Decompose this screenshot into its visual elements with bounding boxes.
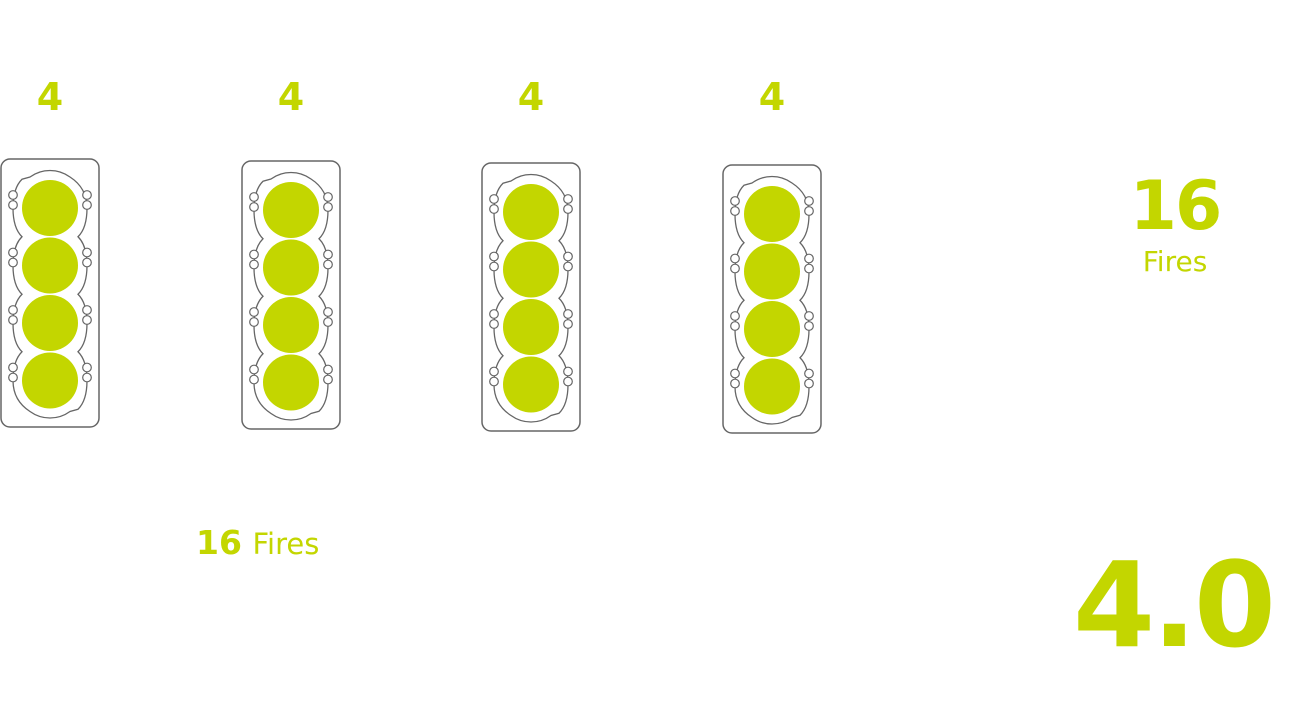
bolt-hole xyxy=(323,202,333,212)
cylinder-bore xyxy=(503,184,559,240)
bolt-hole xyxy=(563,319,573,329)
bolt-hole xyxy=(82,247,92,258)
bolt-hole xyxy=(489,366,499,377)
bolt-hole xyxy=(730,321,740,331)
bolt-hole xyxy=(804,311,814,321)
cylinder-bore xyxy=(503,241,559,298)
cylinder-bore xyxy=(744,301,800,357)
bolt-hole xyxy=(489,376,499,387)
bolt-hole xyxy=(82,190,92,200)
bolt-hole xyxy=(323,374,333,385)
bolt-hole xyxy=(8,305,18,315)
cylinder-bore xyxy=(22,352,78,409)
cylinder-bore xyxy=(263,182,319,238)
bank-3-count: 4 xyxy=(517,75,545,119)
bolt-hole xyxy=(730,196,740,206)
displacement-value: 4.0 xyxy=(1072,536,1276,674)
bolt-hole xyxy=(323,317,333,327)
bolt-hole xyxy=(563,309,573,319)
bolt-hole xyxy=(8,372,18,383)
bank-4-count: 4 xyxy=(758,75,786,119)
bank-1-count: 4 xyxy=(36,75,64,119)
cylinder-head-2-icon xyxy=(241,160,341,430)
bolt-hole xyxy=(489,261,499,272)
cylinder-bore xyxy=(263,297,319,353)
bolt-hole xyxy=(249,307,259,317)
bolt-hole xyxy=(563,261,573,272)
bolt-hole xyxy=(323,192,333,202)
bolt-hole xyxy=(730,253,740,264)
bolt-hole xyxy=(730,368,740,379)
bolt-hole xyxy=(489,309,499,319)
bolt-hole xyxy=(82,315,92,325)
cylinder-head-3-icon xyxy=(481,162,581,432)
cylinder-bore xyxy=(744,358,800,415)
bolt-hole xyxy=(730,378,740,389)
inline-fires-summary: 16 Fires xyxy=(196,521,319,566)
cylinder-bore xyxy=(22,180,78,236)
bolt-hole xyxy=(730,311,740,321)
cylinder-head-svg xyxy=(241,160,341,430)
cylinder-head-svg xyxy=(0,158,100,428)
cylinder-head-svg xyxy=(722,164,822,434)
bolt-hole xyxy=(249,364,259,375)
bolt-hole xyxy=(323,307,333,317)
bolt-hole xyxy=(82,305,92,315)
bolt-hole xyxy=(489,319,499,329)
bolt-hole xyxy=(563,194,573,204)
bolt-hole xyxy=(249,249,259,260)
bolt-hole xyxy=(563,204,573,214)
inline-fires-number: 16 xyxy=(196,523,242,562)
bolt-hole xyxy=(804,206,814,216)
bolt-hole xyxy=(8,190,18,200)
bolt-hole xyxy=(323,249,333,260)
bank-2-count: 4 xyxy=(277,75,305,119)
bolt-hole xyxy=(249,259,259,270)
bolt-hole xyxy=(82,200,92,210)
cylinder-bore xyxy=(503,299,559,355)
bolt-hole xyxy=(730,263,740,274)
bolt-hole xyxy=(804,321,814,331)
bolt-hole xyxy=(563,251,573,262)
cylinder-head-svg xyxy=(481,162,581,432)
bolt-hole xyxy=(8,200,18,210)
bolt-hole xyxy=(804,378,814,389)
bolt-hole xyxy=(82,362,92,373)
cylinder-bore xyxy=(744,186,800,242)
bolt-hole xyxy=(563,366,573,377)
bolt-hole xyxy=(563,376,573,387)
bolt-hole xyxy=(8,247,18,258)
cylinder-bore xyxy=(22,237,78,294)
bolt-hole xyxy=(82,257,92,268)
bolt-hole xyxy=(804,196,814,206)
bolt-hole xyxy=(804,253,814,264)
total-fires-label: Fires xyxy=(1142,245,1208,278)
bolt-hole xyxy=(489,204,499,214)
cylinder-head-1-icon xyxy=(0,158,100,428)
bolt-hole xyxy=(249,317,259,327)
bolt-hole xyxy=(804,263,814,274)
cylinder-bore xyxy=(503,356,559,413)
bolt-hole xyxy=(323,364,333,375)
bolt-hole xyxy=(489,251,499,262)
cylinder-bore xyxy=(263,239,319,296)
bolt-hole xyxy=(8,362,18,373)
bolt-hole xyxy=(804,368,814,379)
cylinder-bore xyxy=(744,243,800,300)
cylinder-bore xyxy=(263,354,319,411)
bolt-hole xyxy=(249,192,259,202)
bolt-hole xyxy=(82,372,92,383)
total-fires-summary: 16 Fires xyxy=(1100,168,1250,278)
bolt-hole xyxy=(730,206,740,216)
inline-fires-label: Fires xyxy=(252,527,320,561)
bolt-hole xyxy=(249,374,259,385)
bolt-hole xyxy=(323,259,333,270)
bolt-hole xyxy=(8,315,18,325)
bolt-hole xyxy=(249,202,259,212)
total-fires-number: 16 xyxy=(1129,167,1223,246)
cylinder-bore xyxy=(22,295,78,351)
cylinder-head-4-icon xyxy=(722,164,822,434)
bolt-hole xyxy=(8,257,18,268)
bolt-hole xyxy=(489,194,499,204)
